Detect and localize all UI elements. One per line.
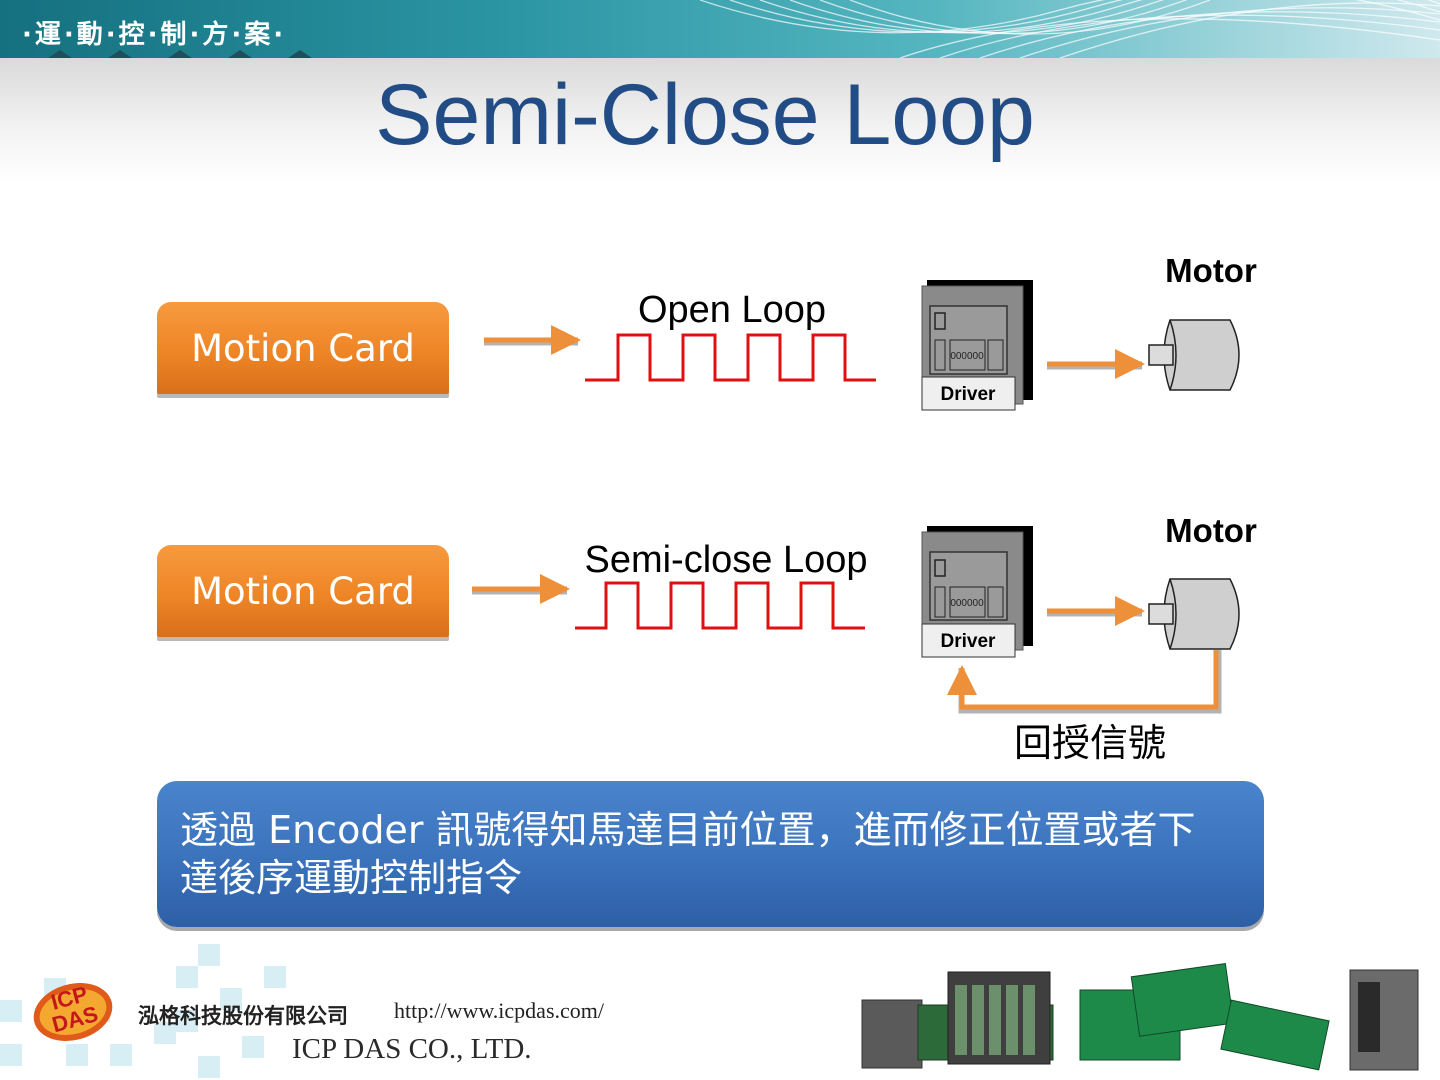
feedback-signal-label: 回授信號 bbox=[1014, 721, 1166, 765]
open-loop-label: Open Loop bbox=[638, 289, 826, 331]
motor-1 bbox=[1149, 320, 1239, 390]
company-url[interactable]: http://www.icpdas.com/ bbox=[394, 998, 604, 1024]
svg-text:000000: 000000 bbox=[950, 351, 984, 362]
semi-close-loop-label: Semi-close Loop bbox=[584, 539, 867, 581]
arrow-card-to-signal-1 bbox=[484, 340, 578, 343]
company-name-chinese: 泓格科技股份有限公司 bbox=[138, 1000, 348, 1030]
info-text: 透過 Encoder 訊號得知馬達目前位置，進而修正位置或者下 達後序運動控制指… bbox=[180, 806, 1240, 902]
arrow-driver-to-motor-2 bbox=[1047, 611, 1142, 614]
pulse-train-2 bbox=[575, 583, 865, 628]
product-images bbox=[862, 964, 1418, 1070]
pulse-train-1 bbox=[585, 335, 876, 380]
driver-1: 000000 Driver bbox=[922, 280, 1033, 410]
company-logo: ICP DAS bbox=[27, 975, 119, 1050]
svg-text:000000: 000000 bbox=[950, 598, 984, 609]
driver-label-1: Driver bbox=[941, 384, 997, 405]
arrow-driver-to-motor-1 bbox=[1047, 364, 1142, 367]
info-text-line-2: 達後序運動控制指令 bbox=[180, 854, 1240, 902]
driver-2: 000000 Driver bbox=[922, 526, 1033, 657]
info-text-line-1: 透過 Encoder 訊號得知馬達目前位置，進而修正位置或者下 bbox=[180, 806, 1240, 854]
motor-2 bbox=[1149, 579, 1239, 649]
driver-label-2: Driver bbox=[941, 631, 997, 652]
arrow-card-to-signal-2 bbox=[472, 589, 567, 592]
motor-label-2: Motor bbox=[1165, 512, 1257, 549]
company-name-english: ICP DAS CO., LTD. bbox=[292, 1033, 532, 1066]
motor-label-1: Motor bbox=[1165, 252, 1257, 289]
feedback-arrow bbox=[961, 650, 1219, 711]
